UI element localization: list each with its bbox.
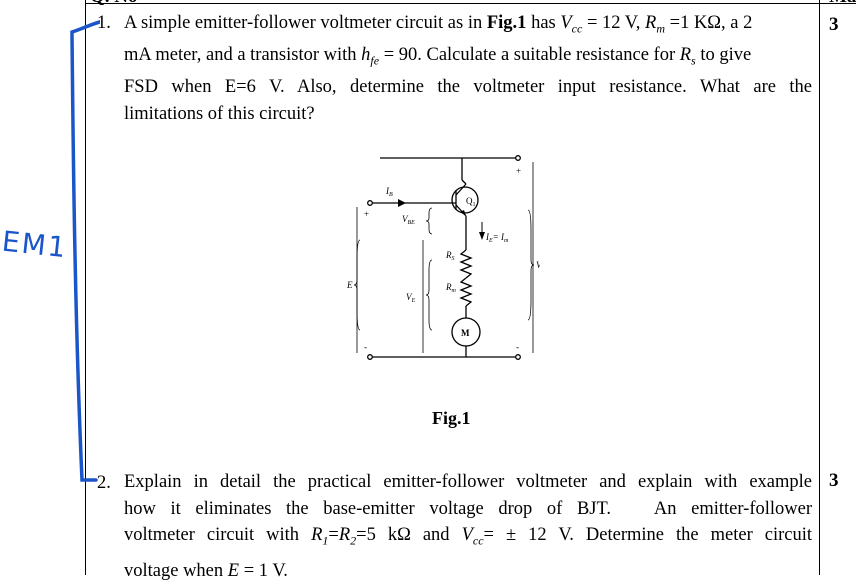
q1-line-1: A simple emitter-follower voltmeter circ… <box>124 13 753 36</box>
circuit-figure: IB Q1 VBE IE= Im RS Rm VE E VCC M + - + … <box>346 155 540 360</box>
label-rm: Rm <box>445 282 457 294</box>
header-bottom-border <box>85 3 856 4</box>
q2-line-1: Explain in detail the practical emitter-… <box>124 472 812 492</box>
figure-caption: Fig.1 <box>432 408 471 428</box>
label-e: E <box>346 280 353 290</box>
q2-line-3: voltmeter circuit with R1=R2=5 kΩ and Vc… <box>124 525 812 548</box>
label-ve: VE <box>406 292 416 304</box>
meter-label: M <box>461 328 470 338</box>
handwritten-bracket <box>70 19 100 482</box>
question-2-number: 2. <box>97 473 111 493</box>
question-1-text: A simple emitter-follower voltmeter circ… <box>124 10 812 127</box>
label-ie-im: IE= Im <box>485 232 509 244</box>
label-vcc: VCC <box>536 260 540 272</box>
handwritten-label: EM1 <box>0 224 70 265</box>
table-middle-border <box>819 0 820 575</box>
plus-vcc: + <box>516 166 521 176</box>
qno-header: Q. No <box>90 0 138 8</box>
label-ib: IB <box>385 186 393 198</box>
marks-header: Ma <box>829 0 856 8</box>
minus-vcc: - <box>516 342 519 352</box>
label-q1: Q1 <box>466 196 476 208</box>
q2-line-4: voltage when E = 1 V. <box>124 561 288 582</box>
question-2-marks: 3 <box>829 470 839 491</box>
q2-line-2: how it eliminates the base-emitter volta… <box>124 498 812 519</box>
question-1-marks: 3 <box>829 14 839 35</box>
plus-e: + <box>364 209 369 219</box>
q1-line-4: limitations of this circuit? <box>124 103 315 124</box>
label-vbe: VBE <box>402 214 415 226</box>
question-2-text: Explain in detail the practical emitter-… <box>124 469 812 585</box>
question-1-number: 1. <box>97 13 111 33</box>
label-rs: RS <box>445 250 455 262</box>
table-left-border <box>85 0 86 575</box>
q1-line-2: mA meter, and a transistor with hfe = 90… <box>124 45 752 68</box>
minus-e: - <box>364 342 367 352</box>
q1-line-3: FSD when E=6 V. Also, determine the volt… <box>124 77 812 98</box>
